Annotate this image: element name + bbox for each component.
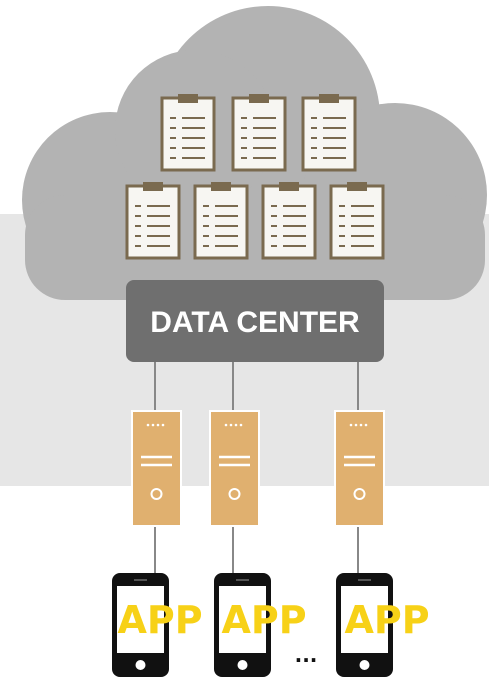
server-group — [131, 410, 385, 527]
app-label: APP — [117, 598, 202, 642]
clipboard-icon — [301, 94, 357, 172]
phone-group: APP APP APP — [112, 573, 430, 677]
app-label: APP — [221, 598, 306, 642]
clipboard-grid — [125, 94, 385, 260]
server-icon — [131, 410, 182, 527]
smartphone-icon — [336, 573, 393, 677]
clipboard-icon — [125, 182, 181, 260]
smartphone-icon — [112, 573, 169, 677]
clipboard-icon — [329, 182, 385, 260]
clipboard-icon — [193, 182, 249, 260]
app-label: APP — [344, 598, 429, 642]
server-icon — [209, 410, 260, 527]
connector-lines — [154, 362, 359, 575]
ellipsis-text: ... — [295, 643, 318, 667]
data-center-label: DATA CENTER — [150, 306, 360, 339]
smartphone-icon — [214, 573, 271, 677]
clipboard-icon — [231, 94, 287, 172]
clipboard-icon — [261, 182, 317, 260]
server-icon — [334, 410, 385, 527]
clipboard-icon — [160, 94, 216, 172]
data-center-box: DATA CENTER — [126, 280, 384, 362]
